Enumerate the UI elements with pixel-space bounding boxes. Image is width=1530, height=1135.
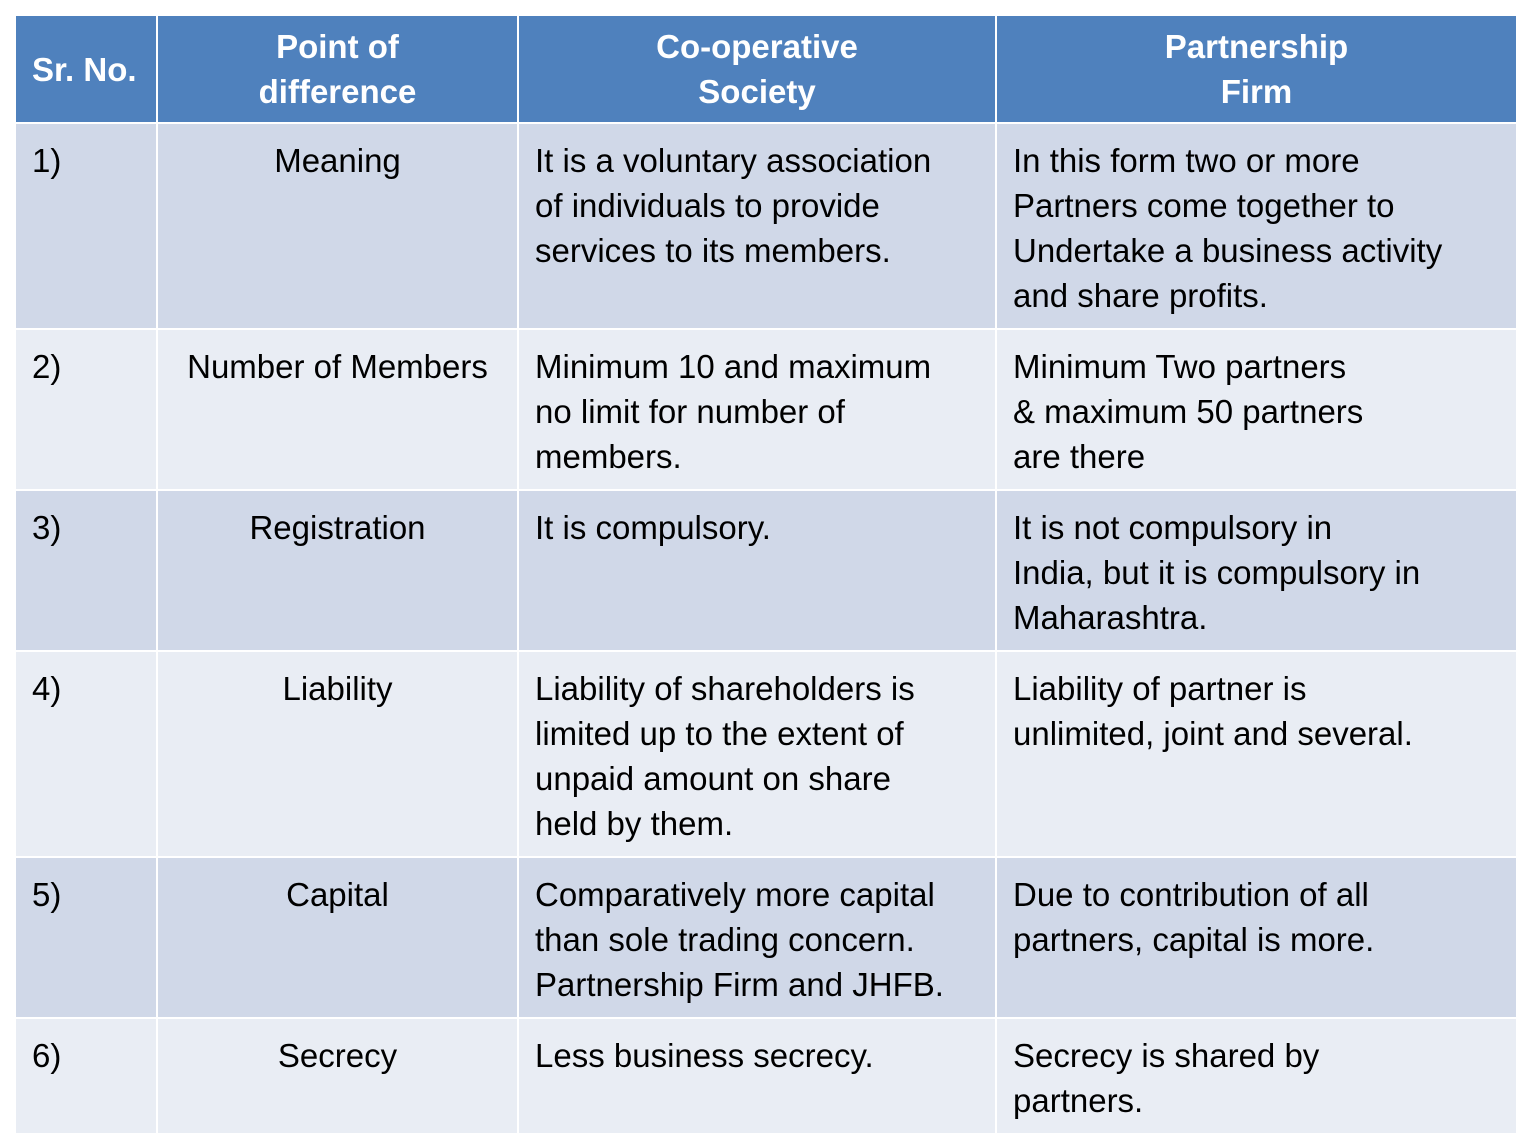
cell-partnership: Liability of partner is unlimited, joint…	[995, 650, 1518, 858]
cell-point: Capital	[156, 856, 519, 1019]
header-cooperative-society: Co-operative Society	[517, 14, 997, 124]
cell-partnership: It is not compulsory in India, but it is…	[995, 489, 1518, 652]
cell-cooperative: It is a voluntary association of individ…	[517, 122, 997, 330]
cell-point: Number of Members	[156, 328, 519, 491]
header-point-of-difference: Point of difference	[156, 14, 519, 124]
cell-partnership: Due to contribution of all partners, cap…	[995, 856, 1518, 1019]
cell-sr-no: 4)	[14, 650, 158, 858]
table-row: 1) Meaning It is a voluntary association…	[14, 122, 1518, 330]
cell-partnership: In this form two or more Partners come t…	[995, 122, 1518, 330]
cell-cooperative: Minimum 10 and maximum no limit for numb…	[517, 328, 997, 491]
cell-cooperative: Comparatively more capital than sole tra…	[517, 856, 997, 1019]
cell-sr-no: 1)	[14, 122, 158, 330]
table-row: 2) Number of Members Minimum 10 and maxi…	[14, 328, 1518, 491]
table-row: 6) Secrecy Less business secrecy. Secrec…	[14, 1017, 1518, 1135]
comparison-table: Sr. No. Point of difference Co-operative…	[14, 14, 1518, 1135]
cell-partnership: Secrecy is shared by partners.	[995, 1017, 1518, 1135]
cell-sr-no: 2)	[14, 328, 158, 491]
cell-point: Registration	[156, 489, 519, 652]
cell-sr-no: 3)	[14, 489, 158, 652]
table-row: 3) Registration It is compulsory. It is …	[14, 489, 1518, 652]
cell-cooperative: It is compulsory.	[517, 489, 997, 652]
cell-point: Liability	[156, 650, 519, 858]
comparison-table-container: Sr. No. Point of difference Co-operative…	[14, 14, 1518, 1135]
table-row: 5) Capital Comparatively more capital th…	[14, 856, 1518, 1019]
cell-sr-no: 6)	[14, 1017, 158, 1135]
header-partnership-firm: Partnership Firm	[995, 14, 1518, 124]
cell-point: Secrecy	[156, 1017, 519, 1135]
cell-point: Meaning	[156, 122, 519, 330]
cell-sr-no: 5)	[14, 856, 158, 1019]
cell-cooperative: Less business secrecy.	[517, 1017, 997, 1135]
table-row: 4) Liability Liability of shareholders i…	[14, 650, 1518, 858]
header-row: Sr. No. Point of difference Co-operative…	[14, 14, 1518, 124]
cell-cooperative: Liability of shareholders is limited up …	[517, 650, 997, 858]
cell-partnership: Minimum Two partners & maximum 50 partne…	[995, 328, 1518, 491]
header-sr-no: Sr. No.	[14, 14, 158, 124]
